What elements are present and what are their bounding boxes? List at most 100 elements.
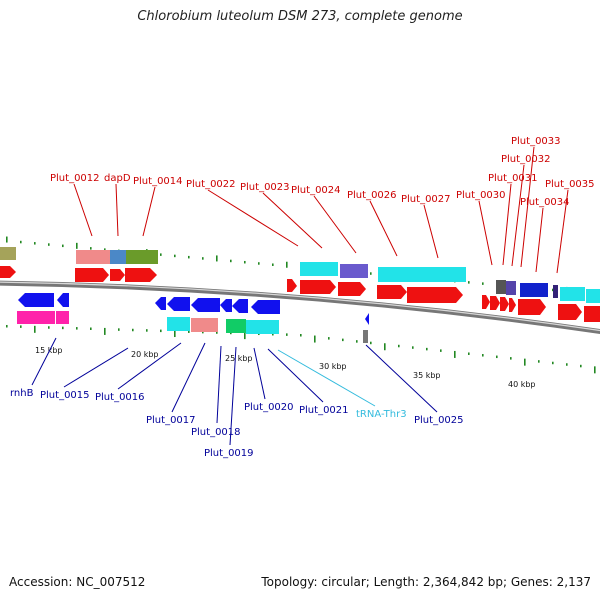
feature-block[interactable] — [56, 311, 69, 324]
forward-gene-arrow[interactable] — [377, 285, 407, 299]
outer-tick — [34, 242, 36, 245]
feature-block[interactable] — [586, 289, 600, 303]
inner-tick — [580, 364, 582, 368]
scale-label: 15 kbp — [35, 346, 63, 355]
feature-block[interactable] — [17, 311, 55, 324]
forward-gene-label[interactable]: dapD — [104, 173, 131, 184]
forward-label-leader — [423, 204, 439, 259]
inner-tick — [552, 361, 554, 365]
forward-gene-label[interactable]: Plut_0024 — [291, 185, 341, 196]
reverse-gene-arrow[interactable] — [191, 298, 220, 312]
forward-gene-arrow[interactable] — [482, 295, 490, 309]
inner-tick — [216, 331, 218, 334]
inner-tick — [146, 329, 148, 332]
feature-block[interactable] — [167, 317, 190, 331]
feature-block[interactable] — [560, 287, 585, 301]
outer-tick — [6, 236, 8, 243]
inner-tick — [370, 341, 372, 345]
reverse-gene-label[interactable]: Plut_0021 — [299, 405, 349, 416]
inner-tick — [314, 335, 316, 343]
forward-label-leader — [142, 186, 156, 237]
feature-block[interactable] — [496, 280, 506, 294]
outer-tick — [174, 254, 176, 258]
inner-tick — [62, 326, 64, 330]
forward-gene-arrow[interactable] — [490, 296, 500, 310]
feature-block[interactable] — [76, 250, 110, 264]
outer-tick — [272, 263, 274, 266]
feature-block[interactable] — [191, 318, 218, 332]
forward-label-leader — [73, 183, 93, 237]
reverse-gene-label[interactable]: Plut_0018 — [191, 427, 241, 438]
feature-block[interactable] — [226, 319, 246, 333]
forward-gene-label[interactable]: Plut_0030 — [456, 190, 506, 201]
forward-gene-arrow[interactable] — [584, 306, 600, 322]
genome-backbone-highlight — [0, 281, 600, 332]
reverse-label-leader — [216, 345, 222, 424]
reverse-gene-label[interactable]: rnhB — [10, 388, 34, 399]
inner-tick — [328, 337, 330, 340]
forward-gene-arrow[interactable] — [509, 298, 516, 312]
forward-gene-arrow[interactable] — [125, 268, 157, 282]
forward-gene-label[interactable]: Plut_0033 — [511, 136, 561, 147]
forward-gene-arrow[interactable] — [75, 268, 109, 282]
inner-tick — [300, 334, 302, 337]
reverse-gene-label[interactable]: Plut_0019 — [204, 448, 254, 459]
forward-gene-arrow[interactable] — [0, 266, 16, 278]
feature-block[interactable] — [553, 285, 558, 298]
reverse-gene-arrow[interactable] — [232, 299, 248, 313]
feature-block[interactable] — [363, 330, 368, 343]
reverse-gene-arrow[interactable] — [57, 293, 69, 307]
inner-tick — [202, 330, 204, 334]
forward-gene-label[interactable]: Plut_0014 — [133, 176, 183, 187]
inner-tick — [286, 333, 288, 336]
reverse-gene-arrow[interactable] — [365, 313, 369, 325]
reverse-gene-label[interactable]: Plut_0020 — [244, 402, 294, 413]
forward-gene-arrow[interactable] — [300, 280, 336, 294]
reverse-gene-arrow[interactable] — [251, 300, 280, 314]
forward-label-leader — [115, 183, 119, 237]
forward-gene-label[interactable]: Plut_0023 — [240, 182, 290, 193]
feature-block[interactable] — [378, 267, 466, 282]
feature-block[interactable] — [246, 320, 279, 334]
reverse-gene-label[interactable]: Plut_0017 — [146, 415, 196, 426]
forward-gene-label[interactable]: Plut_0032 — [501, 154, 551, 165]
reverse-gene-arrow[interactable] — [155, 297, 166, 310]
forward-gene-label[interactable]: Plut_0012 — [50, 173, 100, 184]
feature-block[interactable] — [340, 264, 368, 278]
forward-gene-arrow[interactable] — [338, 282, 366, 296]
forward-gene-arrow[interactable] — [500, 297, 509, 311]
reverse-label-leader — [277, 349, 376, 407]
reverse-gene-label[interactable]: tRNA-Thr3 — [356, 409, 407, 420]
reverse-gene-label[interactable]: Plut_0015 — [40, 390, 90, 401]
reverse-gene-arrow[interactable] — [18, 293, 54, 307]
feature-block[interactable] — [126, 250, 158, 264]
reverse-gene-arrow[interactable] — [167, 297, 190, 311]
forward-gene-label[interactable]: Plut_0022 — [186, 179, 236, 190]
feature-block[interactable] — [506, 281, 516, 295]
reverse-gene-label[interactable]: Plut_0025 — [414, 415, 464, 426]
reverse-gene-label[interactable]: Plut_0016 — [95, 392, 145, 403]
forward-gene-arrow[interactable] — [407, 287, 463, 303]
outer-tick — [468, 281, 470, 284]
feature-block[interactable] — [0, 247, 16, 260]
forward-gene-label[interactable]: Plut_0034 — [520, 197, 570, 208]
inner-tick — [48, 326, 50, 329]
outer-tick — [482, 282, 484, 285]
forward-gene-arrow[interactable] — [110, 269, 125, 281]
inner-tick — [90, 327, 92, 330]
reverse-gene-arrow[interactable] — [220, 299, 232, 312]
feature-block[interactable] — [110, 250, 126, 264]
forward-gene-label[interactable]: Plut_0026 — [347, 190, 397, 201]
forward-gene-label[interactable]: Plut_0031 — [488, 173, 538, 184]
outer-tick — [160, 253, 162, 256]
feature-block[interactable] — [520, 283, 548, 297]
feature-block[interactable] — [300, 262, 338, 276]
forward-gene-arrow[interactable] — [287, 279, 297, 292]
forward-gene-arrow[interactable] — [518, 299, 546, 315]
forward-gene-label[interactable]: Plut_0035 — [545, 179, 595, 190]
forward-gene-arrow[interactable] — [558, 304, 582, 320]
forward-gene-label[interactable]: Plut_0027 — [401, 194, 451, 205]
forward-label-leader — [262, 192, 323, 249]
